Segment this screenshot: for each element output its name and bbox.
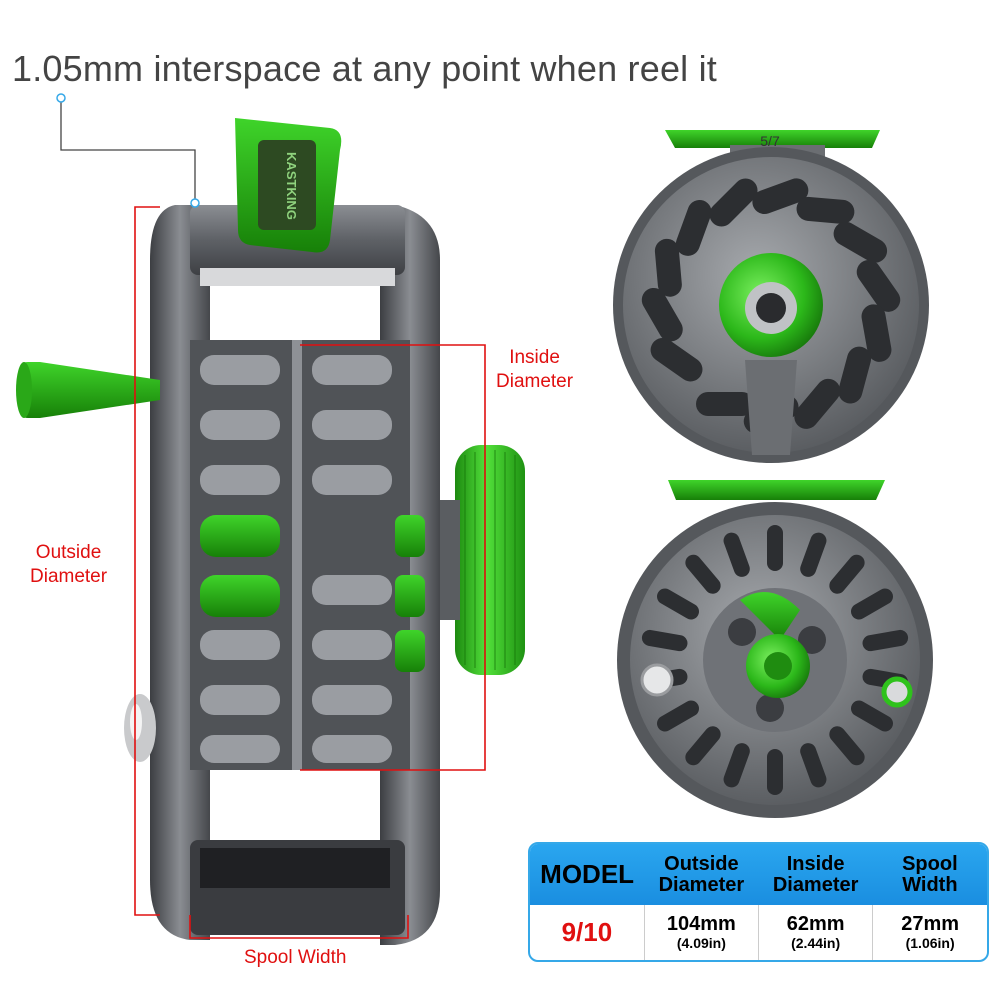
cell-outside-mm: 104mm <box>666 913 736 936</box>
cell-spool-in: (1.06in) <box>905 935 955 952</box>
reel-back-view <box>617 480 933 818</box>
header-outside: Outside Diameter <box>644 844 759 906</box>
table-row: 9/10 104mm (4.09in) 62mm (2.44in) 27mm (… <box>530 905 987 960</box>
outside-diameter-label: Outside Diameter <box>30 541 107 589</box>
header-spool: Spool Width <box>872 844 987 906</box>
header-inside-line1: Inside <box>786 852 845 875</box>
drag-knob <box>455 445 525 675</box>
header-outside-line1: Outside <box>664 852 739 875</box>
header-spool-line2: Width <box>902 873 958 896</box>
interspace-pointer <box>60 100 196 200</box>
cell-spool-mm: 27mm <box>901 913 960 936</box>
headline: 1.05mm interspace at any point when reel… <box>12 48 717 89</box>
cell-outside-in: (4.09in) <box>676 935 726 952</box>
outside-label-line1: Outside <box>35 542 102 563</box>
inside-diameter-label: Inside Diameter <box>496 346 573 394</box>
spec-table: MODEL Outside Diameter Inside Diameter S… <box>528 842 989 962</box>
reel-handle <box>20 362 160 418</box>
header-inside-line2: Diameter <box>772 873 859 896</box>
cell-inside-in: (2.44in) <box>791 935 841 952</box>
cell-inside-mm: 62mm <box>786 913 845 936</box>
cell-spool: 27mm (1.06in) <box>872 905 987 960</box>
inside-label-line2: Diameter <box>496 371 574 392</box>
spool-width-label: Spool Width <box>244 947 347 968</box>
cell-inside: 62mm (2.44in) <box>757 905 873 960</box>
front-view-foot <box>665 130 880 148</box>
foot-brand-text: KASTKING <box>284 152 299 220</box>
header-spool-line1: Spool <box>902 852 958 875</box>
measure-lines <box>134 206 486 939</box>
spec-table-header: MODEL Outside Diameter Inside Diameter S… <box>530 844 987 906</box>
outside-label-line2: Diameter <box>30 566 108 587</box>
cell-outside: 104mm (4.09in) <box>643 905 759 960</box>
header-model-text: MODEL <box>540 859 635 890</box>
frame-size-text: 5/7 <box>760 133 780 149</box>
header-outside-line2: Diameter <box>658 873 745 896</box>
reel-front-view: 5/7 <box>613 130 929 463</box>
cell-model: 9/10 <box>561 917 613 948</box>
inside-label-line1: Inside <box>509 347 560 368</box>
header-inside: Inside Diameter <box>758 844 873 906</box>
back-view-foot <box>668 480 885 500</box>
header-model: MODEL <box>530 844 645 906</box>
